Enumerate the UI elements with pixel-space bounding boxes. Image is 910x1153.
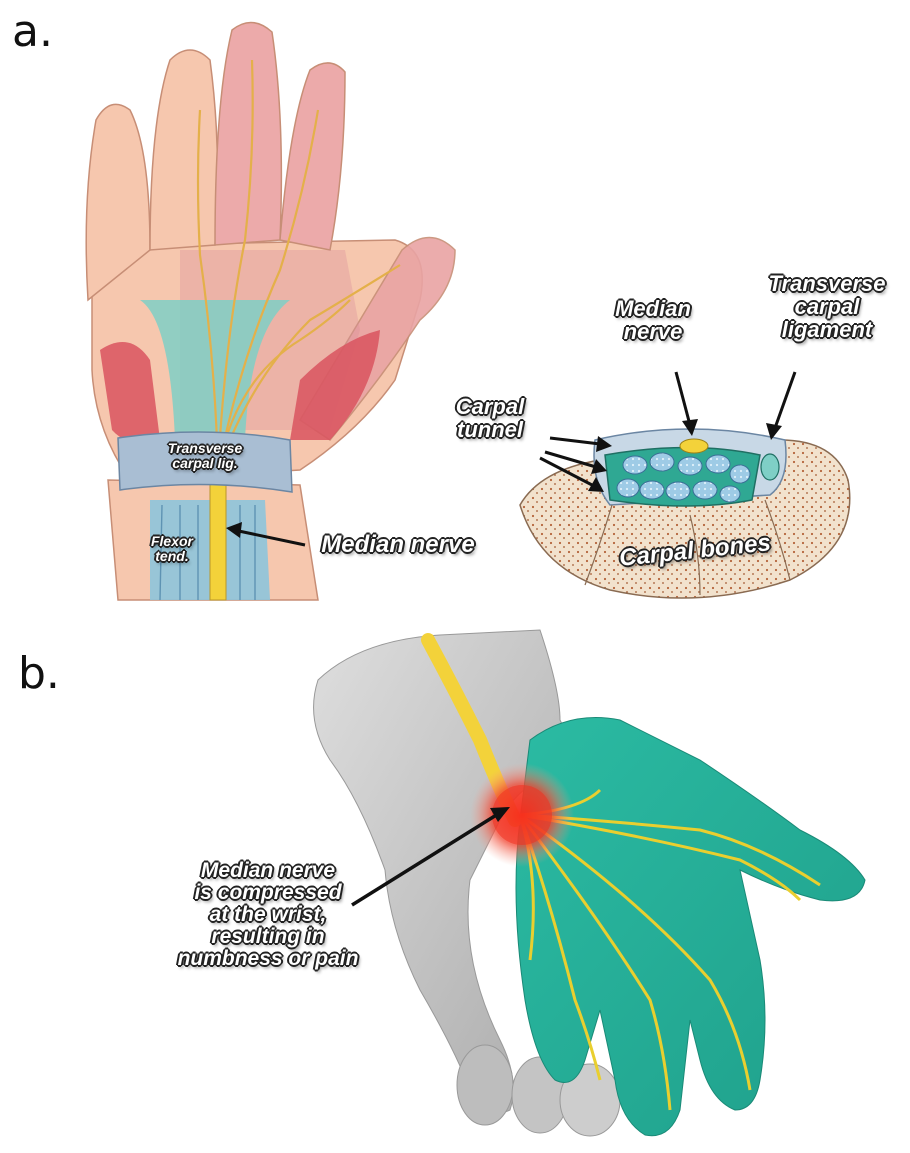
label-carpal-tunnel: Carpal tunnel xyxy=(440,395,540,441)
label-flexor-tend: Flexor tend. xyxy=(142,534,202,563)
label-transverse-carpal-lig: Transverse carpal lig. xyxy=(150,441,260,470)
label-transverse-carpal-ligament: Transverse carpal ligament xyxy=(752,272,902,341)
label-median-nerve-inset: Median nerve xyxy=(598,297,708,343)
palmar-hand xyxy=(86,22,455,600)
hand-3d xyxy=(314,630,865,1136)
carpal-tunnel-cross-section xyxy=(520,429,850,598)
label-compression-note: Median nerve is compressed at the wrist,… xyxy=(168,860,368,970)
label-median-nerve-a: Median nerve xyxy=(308,532,488,557)
